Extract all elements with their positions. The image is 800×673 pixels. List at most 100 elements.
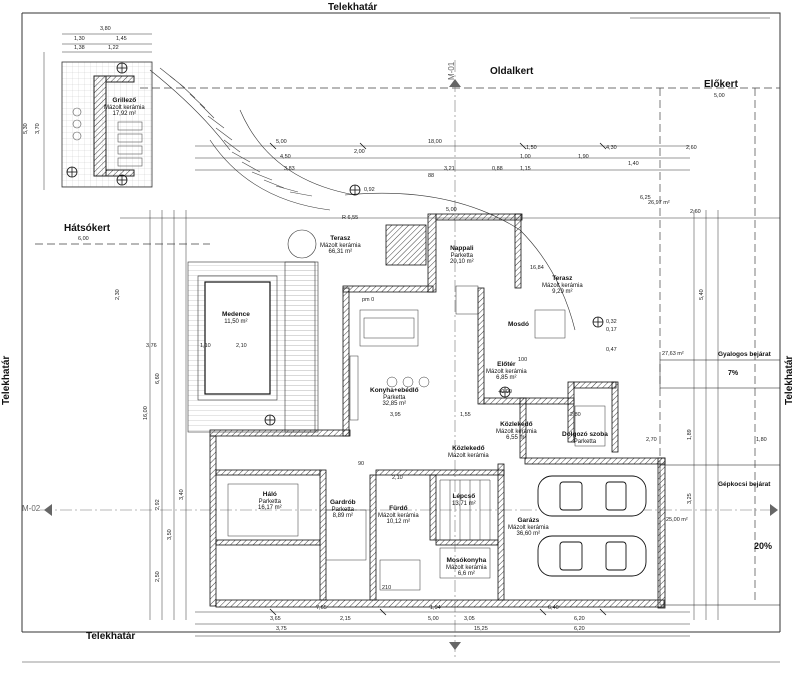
dim-left: 1,10 [200,343,211,349]
boundary-bottom: Telekhatár [86,631,136,642]
boundary-top: Telekhatár [328,2,378,13]
dim-area: 26,97 m² [648,200,670,206]
section-arrows [44,79,778,650]
car-slope: 20% [754,541,773,551]
entrance-path [659,359,781,606]
car-entrance-label: Gépkocsi bejárat [718,481,771,488]
room-floor: Parketta [573,438,597,445]
room-name: Garázs [517,517,540,524]
garden-back-label: Hátsókert [64,223,111,234]
garden-back-width: 6,00 [78,236,89,242]
dim-bottom-total: 15,25 [474,626,488,632]
room-name: Háló [262,491,277,498]
dim-top-total: 18,00 [428,139,442,145]
dim-top: 4,30 [606,145,617,151]
dim-top: 4,50 [280,154,291,160]
room-area: 13,71 m² [452,500,476,507]
room-corridor-2: Közlekedő Mázolt kerámia [448,445,489,458]
dim-top: 1,00 [520,154,531,160]
room-floor: Parketta [258,498,282,505]
stepping-stones [159,67,313,197]
dim-bottom: 3,65 [270,616,281,622]
room-grill: Grillező Mázolt kerámia 17,92 m² [104,97,145,116]
dim-bottom: 1,94 [430,605,441,611]
dim-misc: 2,80 [570,412,581,418]
room-name: Nappali [450,245,474,252]
room-floor: Mázolt kerámia [104,104,145,111]
dim-right-area: 27,63 m² [662,351,684,357]
dim-level: 0,92 [364,187,375,193]
dim-misc: 2,10 [392,475,403,481]
dim-grill: 1,45 [116,36,127,42]
dim-right: 3,25 [687,493,693,504]
room-name: Lépcső [452,493,476,500]
dim-level: 0,17 [606,327,617,333]
room-area: 10,12 m² [386,518,411,525]
dim-bottom: 2,15 [340,616,351,622]
room-floor: Mázolt kerámia [446,564,487,571]
dim-misc: 1,55 [460,412,471,418]
room-area: 6,55 m² [506,434,527,441]
plot-boundary [21,12,781,663]
dim-misc: 90 [358,461,365,467]
room-bedroom: Háló Parketta 16,17 m² [258,491,282,511]
section-marker-lines [40,60,780,660]
room-terrace-front: Terasz Mázolt kerámia 9,29 m² [542,275,583,294]
dim-misc: 3,95 [390,412,401,418]
dim-level: +0,00 [498,389,512,395]
spiral-stair [287,229,317,259]
dim-grill: 1,38 [74,45,85,51]
room-office: Dolgozó szoba Parketta [562,431,608,445]
room-name: Terasz [330,235,351,242]
dim-grill: 5,30 [23,123,29,134]
dim-top: 1,50 [526,145,537,151]
dimension-lines [43,33,780,637]
room-stairs: Lépcső 13,71 m² [452,493,476,507]
building-walls [209,213,666,609]
dim-bottom: 6,20 [574,626,585,632]
room-name: Előtér [497,361,516,368]
dim-top: 1,15 [520,166,531,172]
dim-level: 0,32 [606,319,617,325]
room-area: 6,6 m² [457,570,475,577]
room-name: Közlekedő [500,421,533,428]
room-area: 36,60 m² [516,530,541,537]
room-area: 20,10 m² [450,258,474,265]
dim-grill: 3,80 [100,26,111,32]
room-floor: Parketta [450,252,474,259]
dim-right: 1,80 [756,437,767,443]
dim-top: 2,60 [690,209,701,215]
car-icons [537,475,647,577]
dim-right: 2,70 [646,437,657,443]
dim-bottom: 3,75 [276,626,287,632]
section-mark-m01: M-01 [447,61,456,80]
dim-left: 3,40 [179,489,185,500]
dim-misc: 88 [428,173,435,179]
level-markers [66,62,604,426]
room-wardrobe: Gardrób Parketta 8,89 m² [330,499,356,518]
dim-grill: 1,22 [108,45,119,51]
room-floor: Mázolt kerámia [542,282,583,289]
dim-top: 2,00 [354,149,365,155]
dim-bottom: 3,05 [464,616,475,622]
dim-right: 5,40 [699,289,705,300]
room-name: Közlekedő [452,445,485,452]
car-area: 25,00 m² [666,517,688,523]
garden-side-label: Oldalkert [490,66,534,77]
dim-top: 1,90 [578,154,589,160]
room-hall: Előtér Mázolt kerámia 6,85 m² [486,361,527,380]
room-bath: Fürdő Mázolt kerámia 10,12 m² [378,505,419,525]
room-floor: Mázolt kerámia [508,524,549,531]
dim-left-total: 16,00 [143,406,149,420]
dim-misc: 16,84 [530,265,544,271]
dim-left: 6,60 [155,373,161,384]
room-area: 16,17 m² [258,504,282,511]
boundary-right: Telekhatár [784,355,795,405]
dim-grill: 1,30 [74,36,85,42]
garden-front-label: Előkert [704,79,738,90]
room-kitchen: Konyha+ebédlő Parketta 32,85 m² [370,387,419,406]
furniture [227,285,606,591]
room-wc: Mosdó [508,321,529,329]
room-floor: Mázolt kerámia [496,428,537,435]
dim-top: 6,25 [640,195,651,201]
